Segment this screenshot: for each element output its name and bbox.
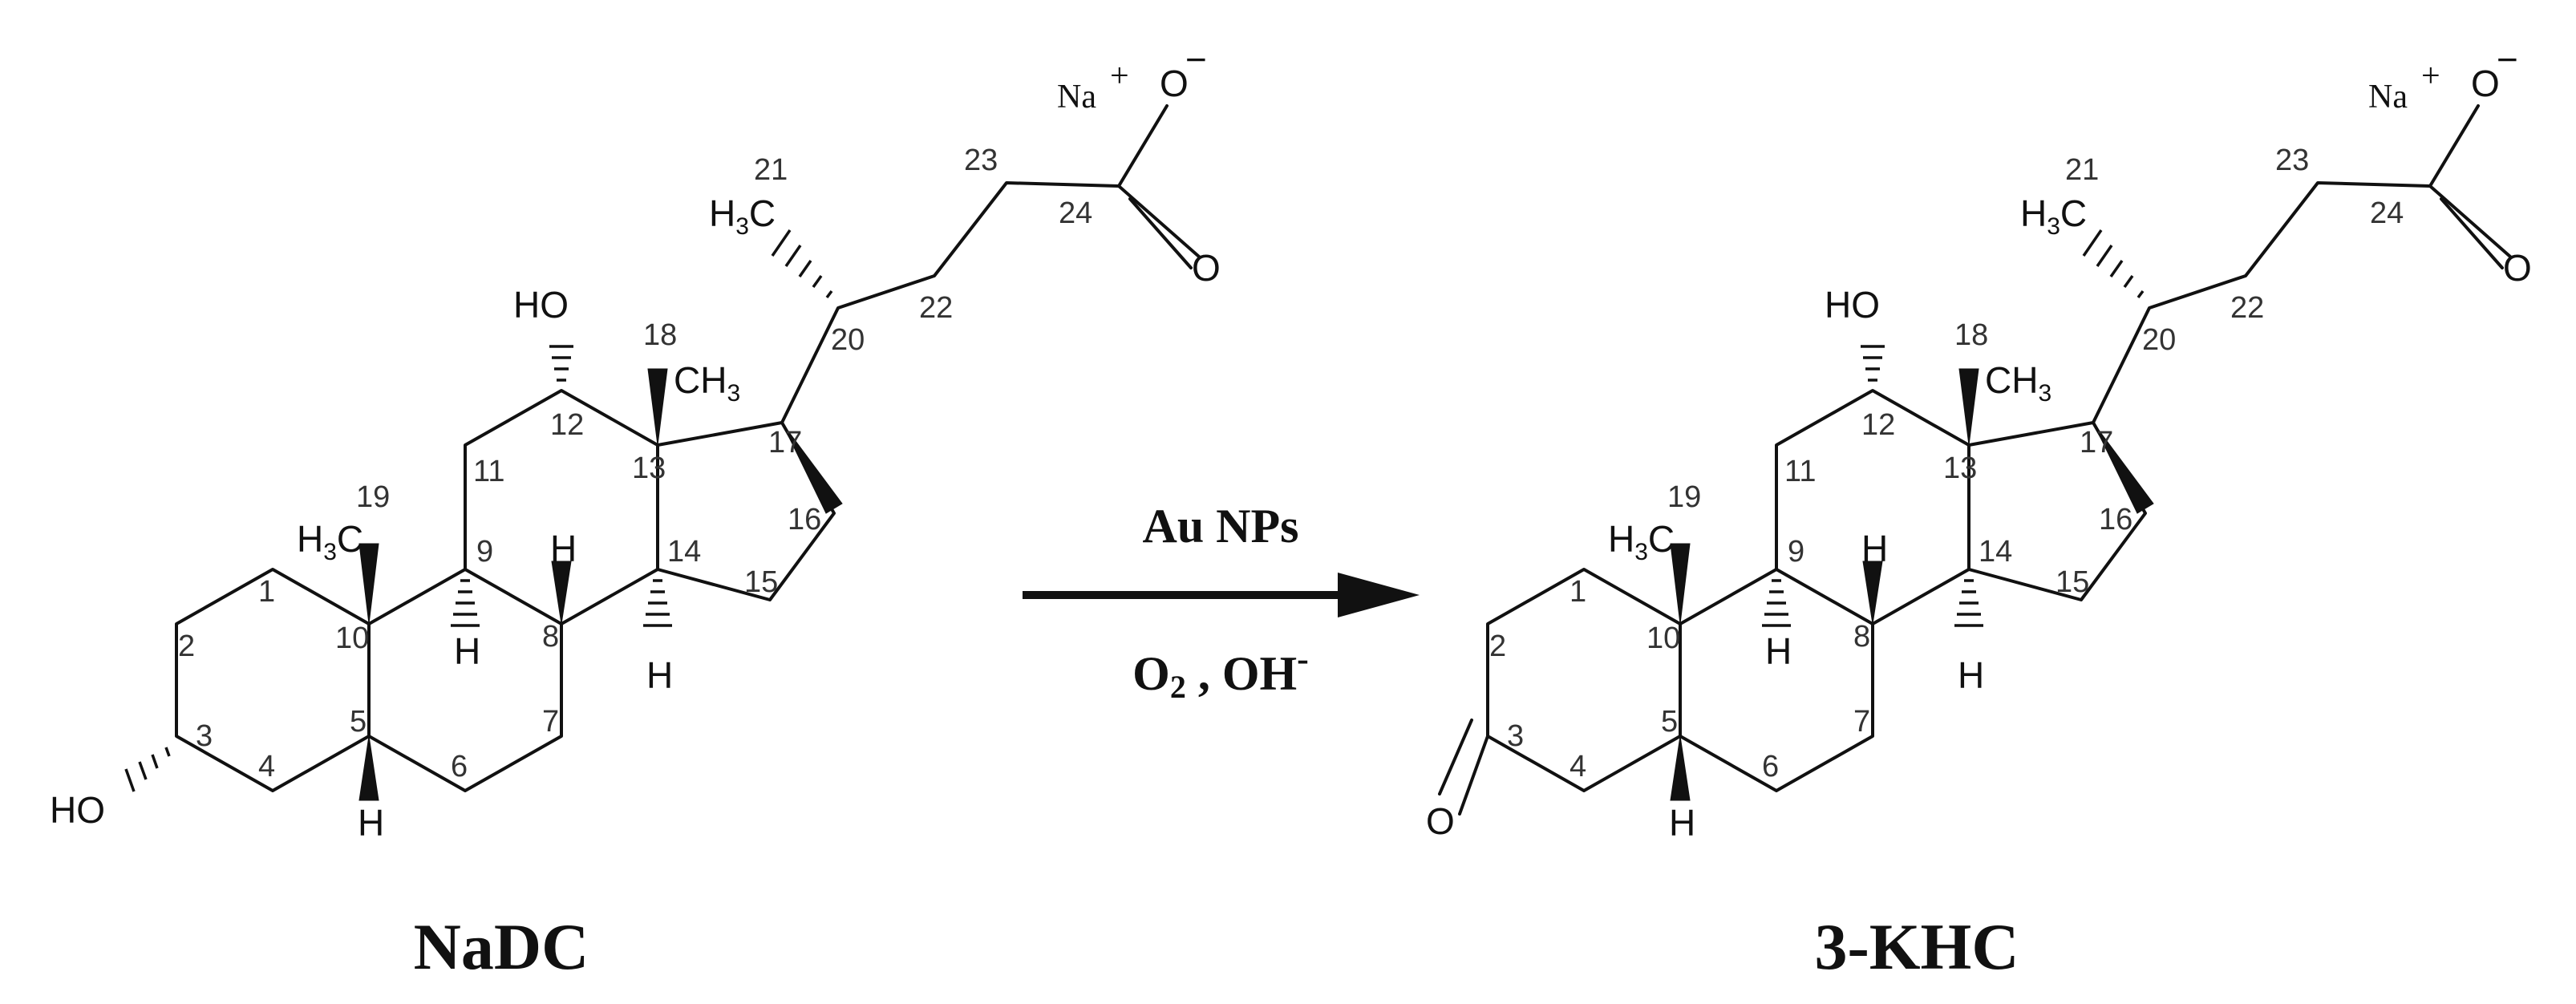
conditions-label: O2 , OH-	[1132, 639, 1309, 705]
oh-3-label: HO	[50, 789, 105, 831]
ketone-o-label: O	[1426, 800, 1455, 842]
reactant-name: NaDC	[414, 910, 589, 983]
hash-c3-oh	[124, 747, 171, 792]
molecule-nadc: HO	[50, 37, 1222, 845]
reaction-arrow	[1023, 573, 1420, 617]
molecule-3khc: O	[1426, 37, 2533, 845]
product-name: 3-KHC	[1814, 910, 2019, 983]
catalyst-label: Au NPs	[1142, 500, 1298, 553]
